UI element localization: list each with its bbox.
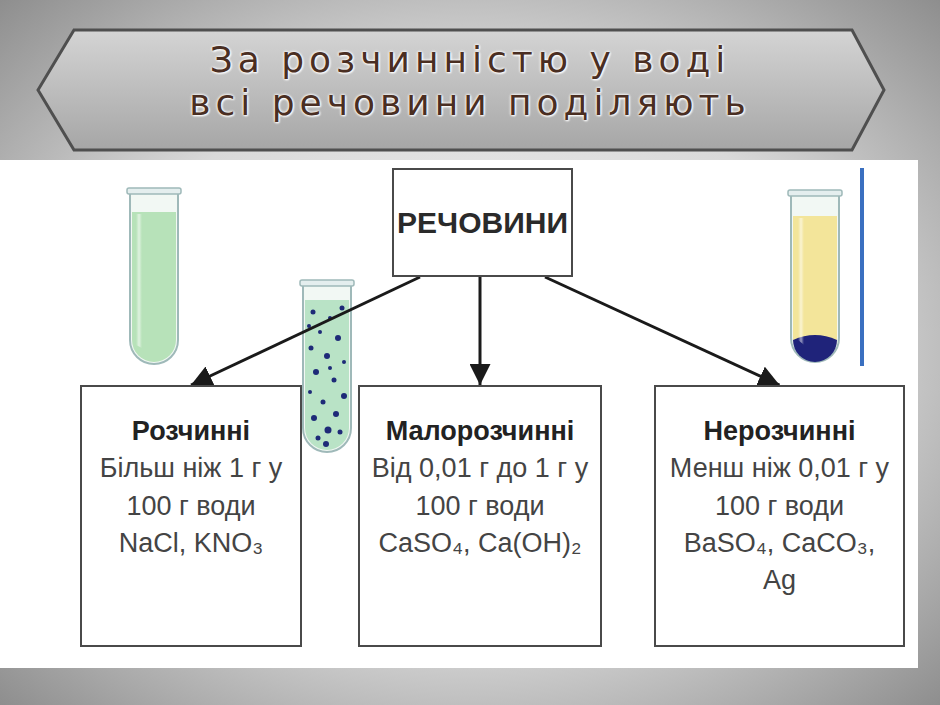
arrow-connector (479, 277, 482, 385)
test-tube (127, 188, 181, 364)
category-box: МалорозчинніВід 0,01 г до 1 г у 100 г во… (358, 385, 602, 647)
blue-stripe (860, 168, 864, 366)
box-body: Менш ніж 0,01 г у 100 г води BaSO₄, CaCO… (666, 450, 893, 599)
box-body: Від 0,01 г до 1 г у 100 г води CaSO₄, Ca… (370, 450, 590, 562)
white-panel (0, 160, 918, 668)
box-heading: Нерозчинні (666, 413, 893, 450)
box-heading: Розчинні (92, 413, 290, 450)
arrow-connector (191, 277, 420, 385)
category-box: РозчинніБільш ніж 1 г у 100 г води NaCl,… (80, 385, 302, 647)
test-tube (788, 190, 842, 362)
box-body: Більш ніж 1 г у 100 г води NaCl, KNO₃ (92, 450, 290, 562)
slide-title: За розчинністю у воді всі речовини поділ… (170, 38, 770, 124)
box-heading: РЕЧОВИНИ (397, 206, 568, 240)
test-tube (300, 280, 354, 452)
arrow-connector (545, 277, 780, 385)
title-banner (38, 30, 884, 150)
box-heading: Малорозчинні (370, 413, 590, 450)
category-box: НерозчинніМенш ніж 0,01 г у 100 г води B… (654, 385, 905, 647)
root-box: РЕЧОВИНИ (392, 168, 573, 277)
